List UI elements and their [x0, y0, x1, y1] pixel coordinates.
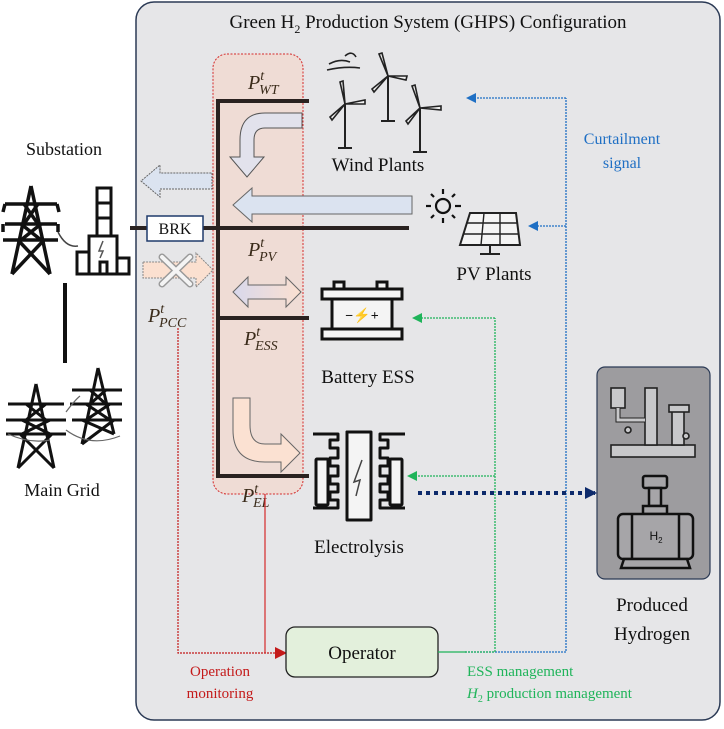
curtailment-line	[465, 98, 567, 653]
operator-label: Operator	[328, 643, 396, 664]
solar-panel-icon	[458, 212, 522, 255]
battery-ess-label: Battery ESS	[321, 367, 414, 388]
ess-flow-arrow	[232, 275, 302, 309]
tank-h2-label: H2	[649, 529, 663, 545]
main-grid-towers-icon	[6, 367, 122, 470]
sun-icon	[426, 189, 461, 223]
electrolysis-label: Electrolysis	[314, 537, 404, 558]
main-grid-label: Main Grid	[24, 480, 100, 500]
grid-export-arrow	[140, 163, 213, 199]
hydrogen-label: Hydrogen	[614, 624, 690, 645]
wind-plants-label: Wind Plants	[332, 155, 425, 176]
hydrogen-tank-icon	[616, 474, 695, 570]
battery-icon	[320, 280, 404, 341]
operation-label-2: monitoring	[187, 686, 254, 702]
produced-label: Produced	[616, 595, 688, 616]
substation-label: Substation	[26, 139, 102, 159]
operation-label-1: Operation	[190, 664, 250, 680]
substation-icon	[75, 186, 131, 276]
h2-management-label: H2 production management	[466, 686, 633, 705]
transmission-tower-icon	[1, 185, 61, 276]
monitoring-line-pcc	[177, 328, 287, 659]
ess-management-line	[465, 318, 496, 653]
curtailment-label-2: signal	[603, 155, 642, 172]
curtailment-label-1: Curtailment	[584, 131, 661, 148]
pv-flow-arrow	[232, 186, 413, 224]
panel-title: Green H2 Production System (GHPS) Config…	[229, 12, 627, 36]
ess-management-label: ESS management	[467, 664, 574, 680]
pv-plants-label: PV Plants	[456, 264, 531, 285]
battery-glyph: −⚡+	[345, 307, 378, 324]
el-flow-arrow	[232, 397, 301, 474]
wind-flow-arrow	[228, 112, 303, 178]
electrolyzer-icon	[313, 430, 405, 522]
hydrogen-piping-icon	[610, 387, 696, 458]
breaker-label: BRK	[159, 221, 192, 238]
breaker-box	[146, 215, 204, 242]
wind-turbines-icon	[326, 51, 442, 153]
